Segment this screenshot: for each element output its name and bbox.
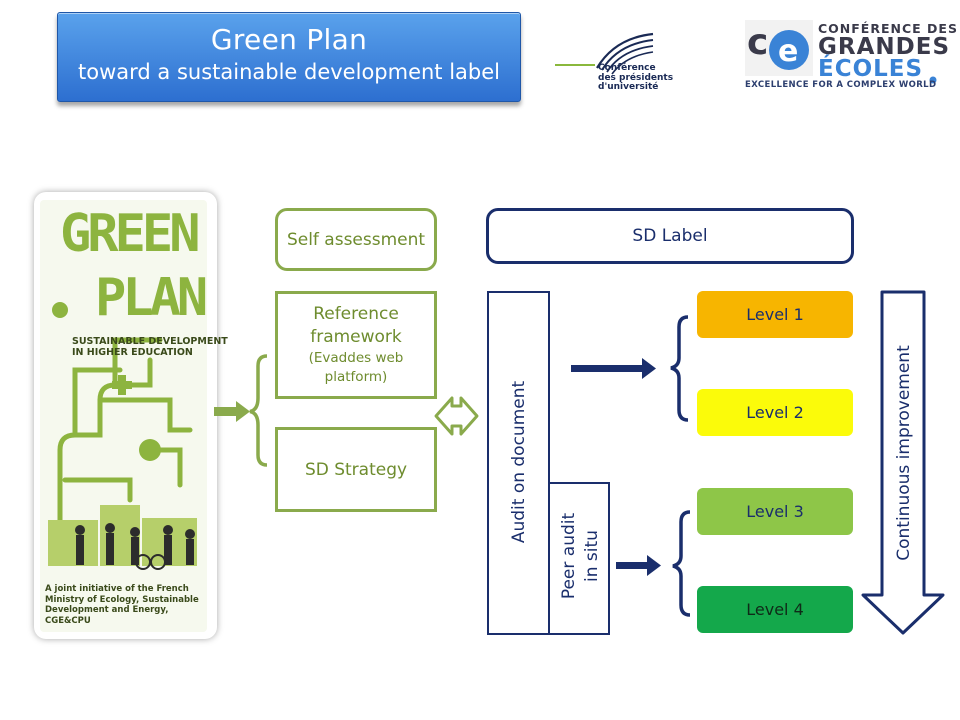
continuous-improvement-arrow — [861, 290, 945, 635]
audit-document-box — [487, 291, 550, 635]
arrow-to-levels-3-4-icon — [616, 555, 661, 576]
svg-text:e: e — [778, 34, 798, 69]
level-2: Level 2 — [697, 389, 853, 436]
reference-framework-sub: (Evaddes web platform) — [308, 350, 404, 385]
arrow-to-levels-1-2-icon — [571, 358, 656, 379]
page-title: Green Plan — [210, 23, 368, 56]
navy-bracket-bottom — [672, 510, 691, 617]
svg-text:c: c — [747, 22, 768, 63]
sd-label-box: SD Label — [486, 208, 854, 264]
cpu-logo — [555, 32, 654, 75]
level-1: Level 1 — [697, 291, 853, 338]
cpu-logo-text: Conférence des présidents d'université — [598, 63, 674, 92]
level-4: Level 4 — [697, 586, 853, 633]
cge-line3: ÉCOLES — [818, 56, 924, 82]
self-assessment-box: Self assessment — [275, 208, 437, 271]
reference-framework-label: Reference framework — [310, 304, 402, 347]
green-plan-illustration — [48, 302, 197, 570]
cge-tagline: EXCELLENCE FOR A COMPLEX WORLD — [745, 80, 937, 90]
card-footer: A joint initiative of the French Ministr… — [45, 584, 199, 626]
card-title-line1: GREEN — [60, 204, 201, 264]
level-3: Level 3 — [697, 488, 853, 535]
title-banner: Green Plan toward a sustainable developm… — [57, 12, 521, 102]
green-bracket — [249, 354, 268, 467]
reference-framework-box: Reference framework (Evaddes web platfor… — [275, 291, 437, 399]
page-subtitle: toward a sustainable development label — [78, 60, 500, 84]
cge-line1: CONFÉRENCE DES — [818, 21, 958, 36]
navy-bracket-top — [670, 315, 689, 422]
cge-line2: GRANDES — [818, 34, 951, 60]
card-title-line2: PLAN — [95, 268, 208, 328]
continuous-improvement-label: Continuous improvement — [894, 345, 914, 561]
double-arrow-icon — [434, 396, 479, 436]
green-arrow-icon — [214, 401, 250, 422]
sd-strategy-box: SD Strategy — [275, 427, 437, 512]
peer-audit-box — [548, 482, 610, 635]
cge-logo: c e — [745, 20, 937, 84]
card-subtitle: SUSTAINABLE DEVELOPMENT IN HIGHER EDUCAT… — [72, 336, 228, 358]
